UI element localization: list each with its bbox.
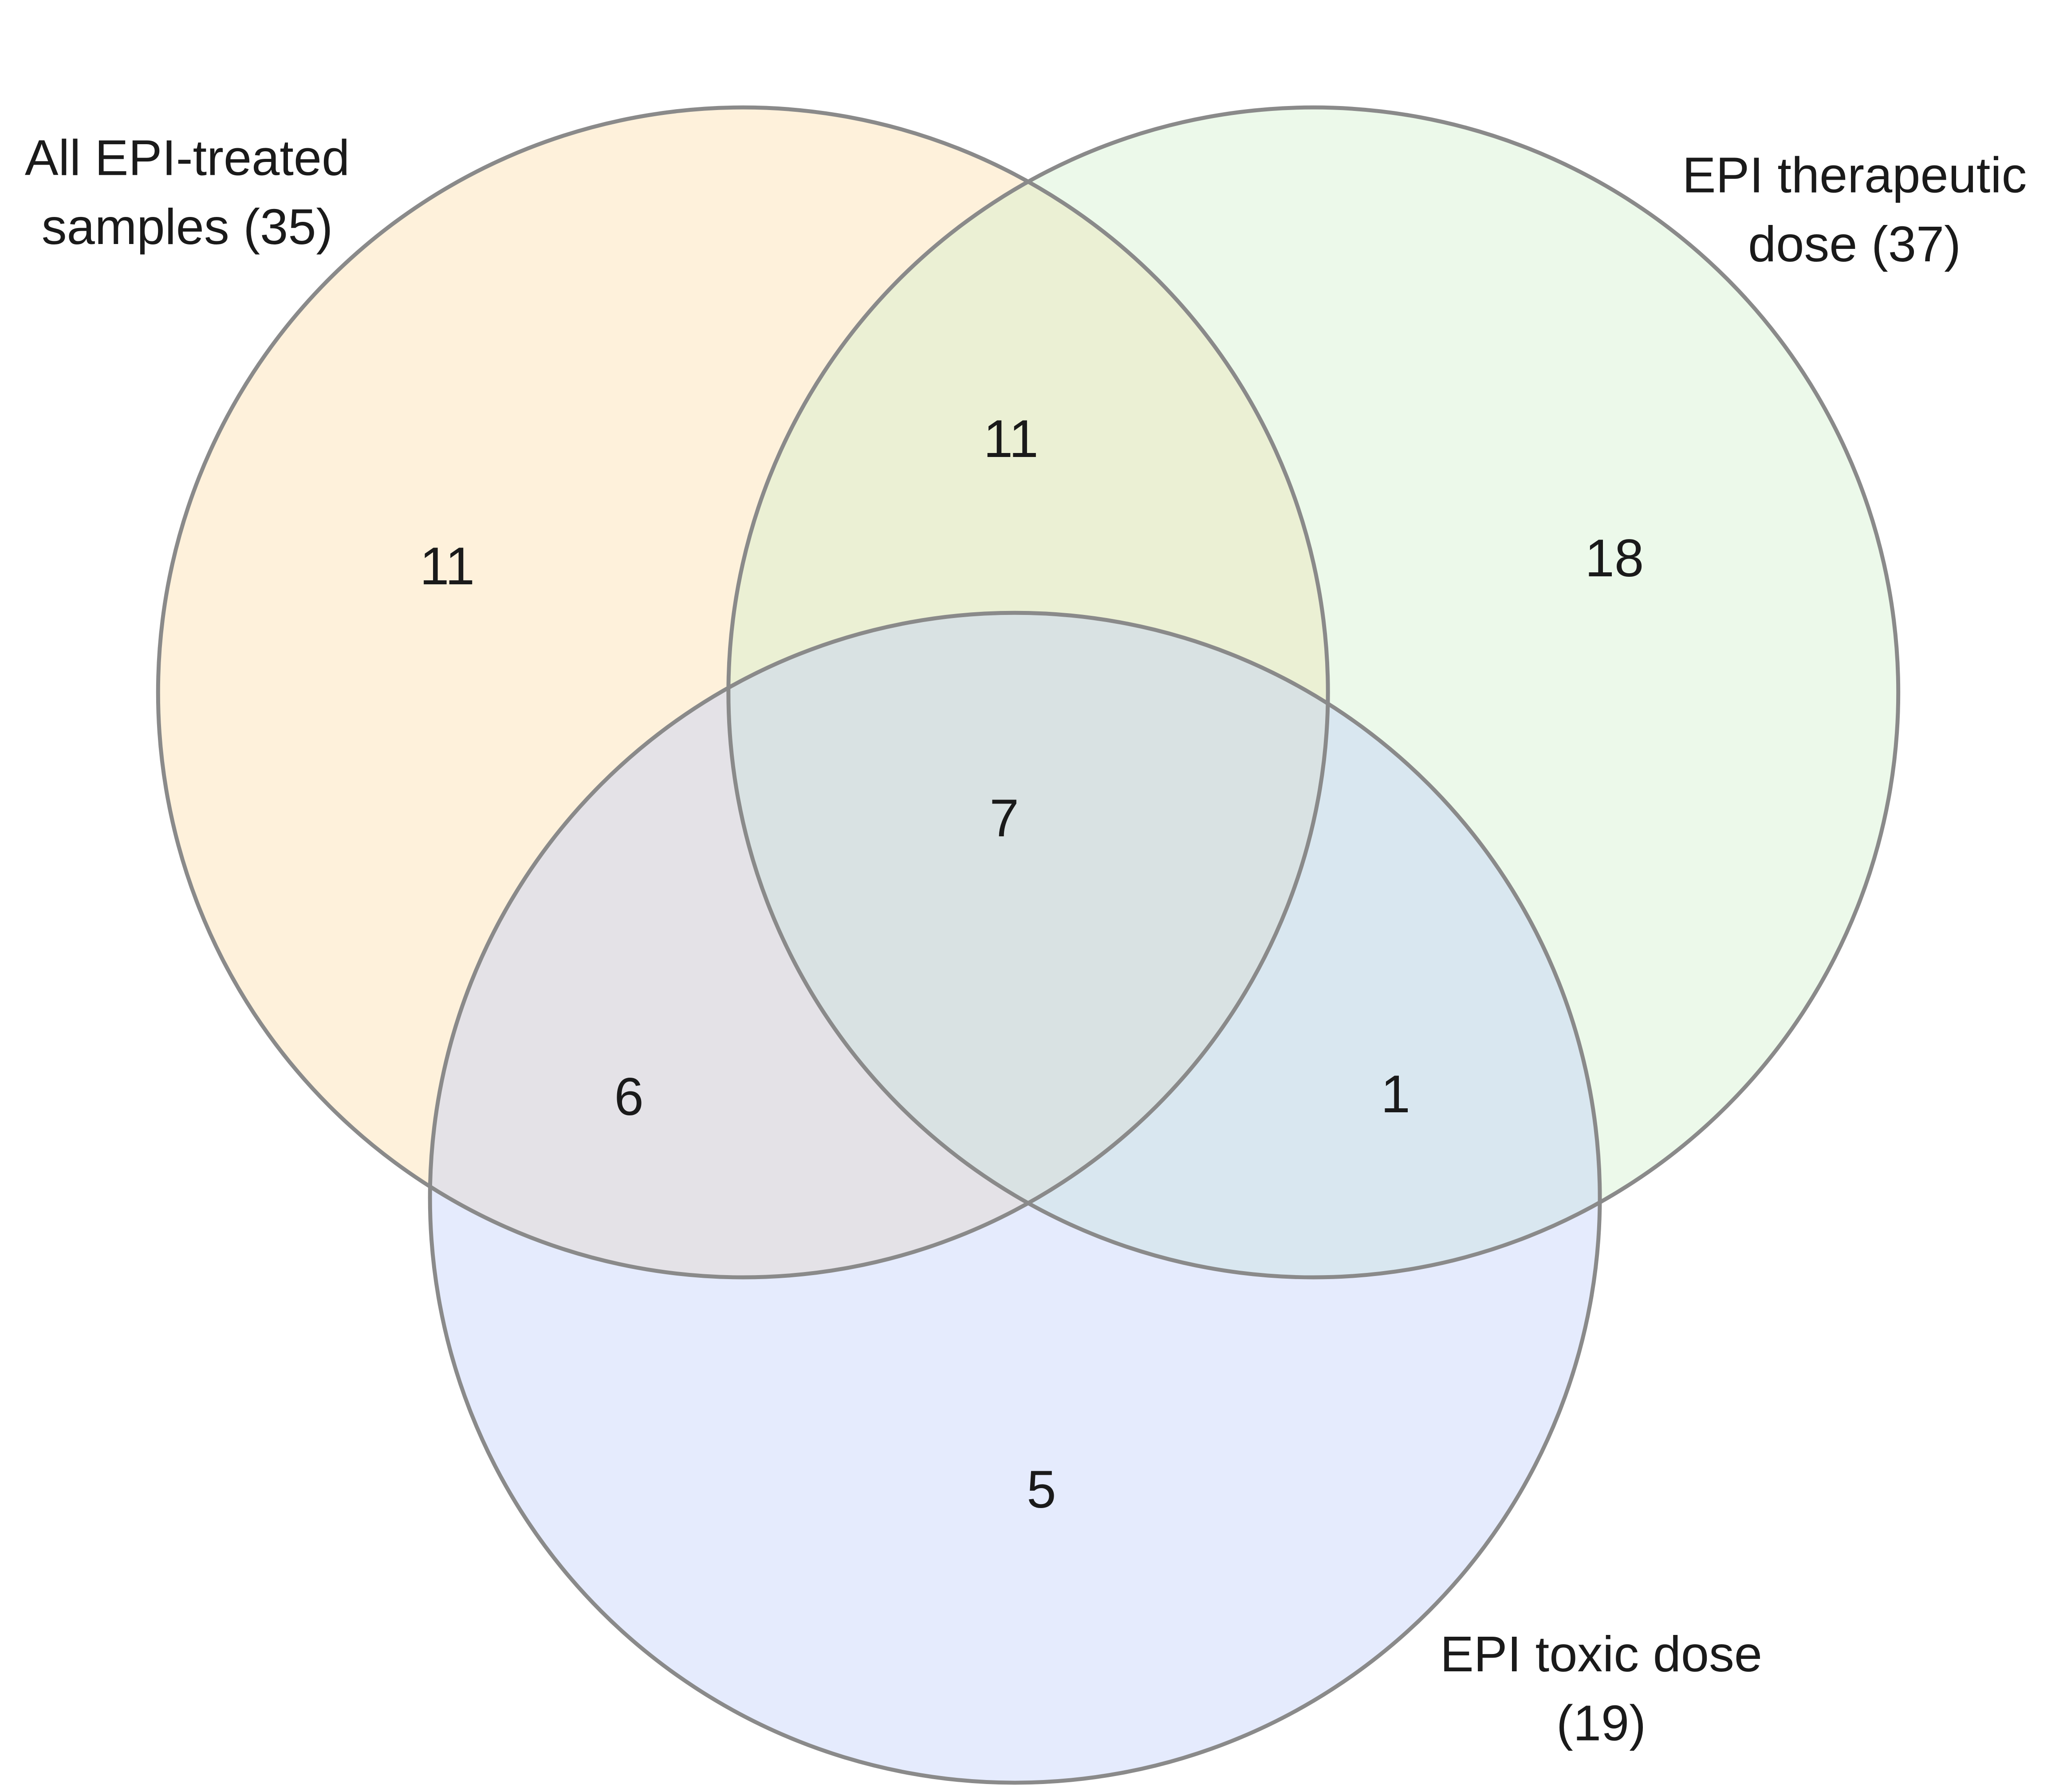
all-epi-treated-circle-outline	[156, 105, 1330, 1280]
region-count-a-b: 11	[984, 410, 1039, 469]
set-label-C: EPI toxic dose(19)	[1440, 1626, 1762, 1751]
region-count-c-only: 5	[1027, 1460, 1056, 1519]
region-count-a-only: 11	[420, 537, 475, 596]
region-count-a-b-c: 7	[989, 789, 1019, 848]
region-count-b-only: 18	[1585, 529, 1644, 588]
region-count-b-c: 1	[1381, 1065, 1410, 1124]
epi-toxic-circle-outline	[428, 610, 1602, 1785]
region-count-a-c: 6	[614, 1067, 644, 1126]
epi-therapeutic-circle-outline	[726, 105, 1901, 1280]
all-epi-treated-circle	[158, 107, 1328, 1278]
